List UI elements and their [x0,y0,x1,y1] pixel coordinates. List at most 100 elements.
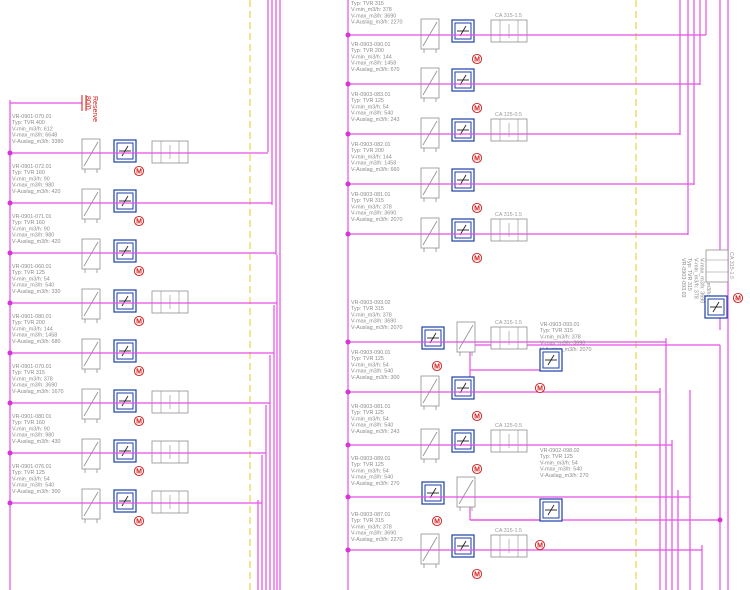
unit-label: VR-0903-082.01 [351,142,391,148]
unit-label: V-min_m3/h: 90 [12,226,50,232]
unit-label: V-max_m3/h: 980 [12,433,54,439]
unit-label: V-min_m3/h: 54 [351,468,389,474]
unit-label: Typ: TVR 315 [540,328,573,334]
motor-label: M [136,169,142,176]
unit-label: V-Auslag_m3/h: 2070 [351,217,403,223]
silencer-box [151,490,189,514]
damper-icon [113,189,137,213]
motor-icon: M [133,465,145,477]
damper-icon [704,295,728,319]
flow-box [420,217,440,252]
flow-box [81,438,101,473]
damper-icon [113,139,137,163]
unit-label: Typ: TVR 125 [351,410,384,416]
flow-box [420,117,440,152]
unit-label: VR-0901-070.01 [12,364,52,370]
junction-dot [345,181,351,187]
motor-icon: M [133,215,145,227]
unit-label: V-max_m3/h: 540 [351,423,393,429]
unit-label: VR-0903-090.01 [351,350,391,356]
motor-label: M [474,572,480,579]
junction-dot [345,494,351,500]
unit-label: VR-0903-089.01 [351,456,391,462]
unit-label: V-min_m3/h: 378 [351,204,392,210]
unit-label: V-min_m3/h: 54 [12,276,50,282]
flow-box [420,428,440,463]
unit-label: Typ: TVR 125 [351,356,384,362]
flow-box [81,488,101,523]
silencer-label: CA 315-1.5 [495,528,522,534]
unit-label: V-min_m3/h: 54 [351,362,389,368]
unit-label: V-max_m3/h: 3690 [351,319,396,325]
damper-icon [113,439,137,463]
unit-label: Typ: TVR 200 [351,148,384,154]
motor-label: M [434,364,440,371]
junction-dot [345,547,351,553]
motor-icon: M [471,102,483,114]
unit-label: V-min_m3/h: 378 [540,334,581,340]
damper-icon [113,339,137,363]
flow-box [420,375,440,410]
unit-label: V-Auslag_m3/h: 1380 [705,258,711,310]
unit-label: V-max_m3/h: 1458 [351,161,396,167]
unit-label: Typ: TVR 315 [351,518,384,524]
silencer-box [490,218,528,242]
damper-icon [113,239,137,263]
motor-label: M [474,467,480,474]
silencer-label: CA 125-0.5 [495,423,522,429]
unit-label: Typ: TVR 400 [12,120,45,126]
unit-label: V-min_m3/h: 90 [12,426,50,432]
silencer-box [151,290,189,314]
unit-label: V-Auslag_m3/h: 670 [351,67,400,73]
junction-dot [7,200,13,206]
unit-label: Typ: TVR 160 [12,220,45,226]
motor-icon: M [431,360,443,372]
unit-label: V-Auslag_m3/h: 270 [351,481,400,487]
unit-label: V-max_m3/h: 540 [351,475,393,481]
unit-label: V-min_m3/h: 612 [12,126,53,132]
silencer-label: CA 315-1.5 [495,212,522,218]
damper-icon [113,389,137,413]
flow-box [81,188,101,223]
motor-icon: M [534,382,546,394]
motor-icon: M [133,365,145,377]
silencer-box [490,19,528,43]
unit-label: V-Auslag_m3/h: 243 [351,117,400,123]
junction-dot [345,131,351,137]
unit-label: V-max_m3/h: 540 [12,483,54,489]
unit-label: VR-0903-090.01 [351,42,391,48]
junction-dot [7,400,13,406]
damper-icon [451,19,475,43]
damper-icon [113,489,137,513]
motor-icon: M [471,410,483,422]
junction-dot [345,231,351,237]
unit-label: VR-0903-093.01 [540,322,580,328]
unit-label: VR-0903-093.02 [351,300,391,306]
unit-label: Typ: TVR 125 [351,462,384,468]
unit-label: Typ: TVR 125 [12,270,45,276]
unit-label: V-min_m3/h: 54 [351,104,389,110]
junction-dot [7,150,13,156]
unit-label: V-Auslag_m3/h: 430 [12,439,61,445]
silencer-box [490,534,528,558]
motor-icon: M [732,292,744,304]
motor-label: M [474,256,480,263]
flow-box [420,167,440,202]
unit-label: V-max_m3/h: 3690 [12,383,57,389]
motor-label: M [474,206,480,213]
damper-icon [539,498,563,522]
motor-icon: M [471,252,483,264]
motor-label: M [136,269,142,276]
motor-icon: M [534,539,546,551]
motor-icon: M [471,53,483,65]
unit-label: V-max_m3/h: 3690 [351,13,396,19]
